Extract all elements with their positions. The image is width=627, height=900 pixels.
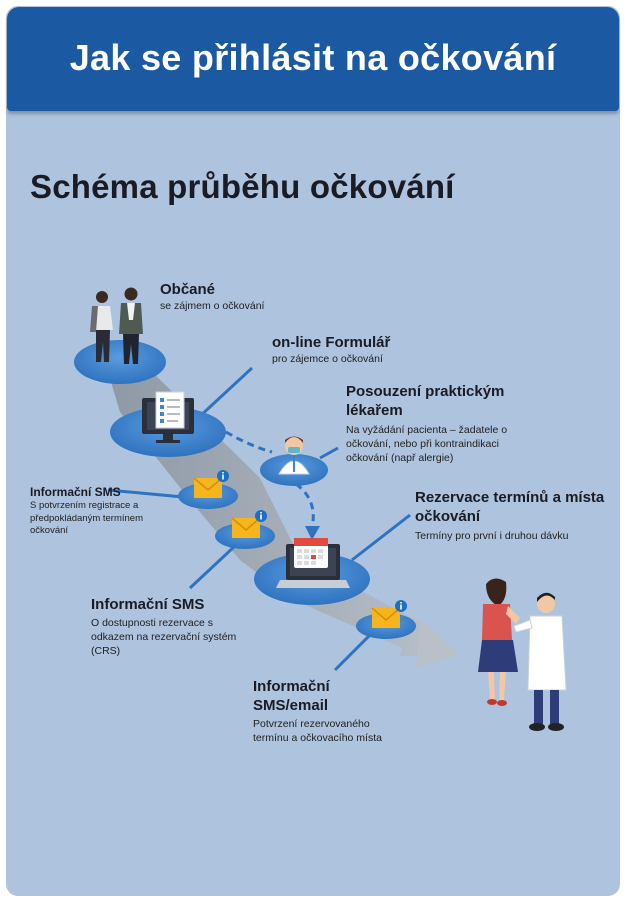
step-citizens-title: Občané [160, 281, 216, 298]
envelope-icon-sms3 [371, 600, 407, 628]
disc-citizens [74, 340, 166, 384]
step-form: on-line Formulář pro zájemce o očkování [272, 333, 452, 366]
step-citizens: Občané se zájmem o očkování [160, 280, 320, 313]
step-doctor-desc: Na vyžádání pacienta – žadatele o očková… [346, 424, 508, 464]
dashed-connectors [225, 430, 315, 529]
envelope-icon-sms2 [231, 510, 267, 538]
page-title: Jak se přihlásit na očkování [69, 37, 557, 78]
step-sms2-title: Informační SMS [91, 596, 205, 613]
step-sms2: Informační SMS O dostupnosti rezervace s… [91, 595, 256, 658]
step-sms3-desc: Potvrzení rezervovaného termínu a očkova… [253, 718, 382, 744]
form-monitor-icon [142, 391, 194, 443]
step-reservation-desc: Termíny pro první i druhou dávku [415, 530, 569, 542]
citizens-icon [90, 287, 143, 364]
header-banner: Jak se přihlásit na očkování [7, 7, 619, 111]
step-reservation: Rezervace termínů a místa očkování Termí… [415, 488, 615, 543]
doctor-icon [278, 436, 310, 475]
step-sms3: Informační SMS/email Potvrzení rezervova… [253, 677, 403, 745]
step-reservation-title: Rezervace termínů a místa očkování [415, 489, 605, 525]
step-form-title: on-line Formulář [272, 334, 391, 351]
vaccination-scene-illustration [478, 578, 567, 731]
step-form-desc: pro zájemce o očkování [272, 353, 383, 365]
dashed-arrow-head [305, 526, 320, 540]
step-doctor: Posouzení praktickým lékařem Na vyžádání… [346, 382, 521, 465]
envelope-icon-sms1 [193, 470, 229, 498]
background-panel [6, 6, 620, 896]
step-doctor-title: Posouzení praktickým lékařem [346, 383, 505, 419]
step-sms3-title: Informační SMS/email [253, 678, 330, 714]
step-sms1: Informační SMS S potvrzením registrace a… [30, 485, 170, 538]
step-sms1-title: Informační SMS [30, 485, 121, 499]
step-sms1-desc: S potvrzením registrace a předpokládaným… [30, 500, 143, 536]
connector-lines [107, 366, 411, 672]
laptop-calendar-icon [276, 538, 350, 588]
step-citizens-desc: se zájmem o očkování [160, 300, 265, 312]
step-sms2-desc: O dostupnosti rezervace s odkazem na rez… [91, 617, 237, 657]
diagram-title: Schéma průběhu očkování [30, 168, 455, 205]
